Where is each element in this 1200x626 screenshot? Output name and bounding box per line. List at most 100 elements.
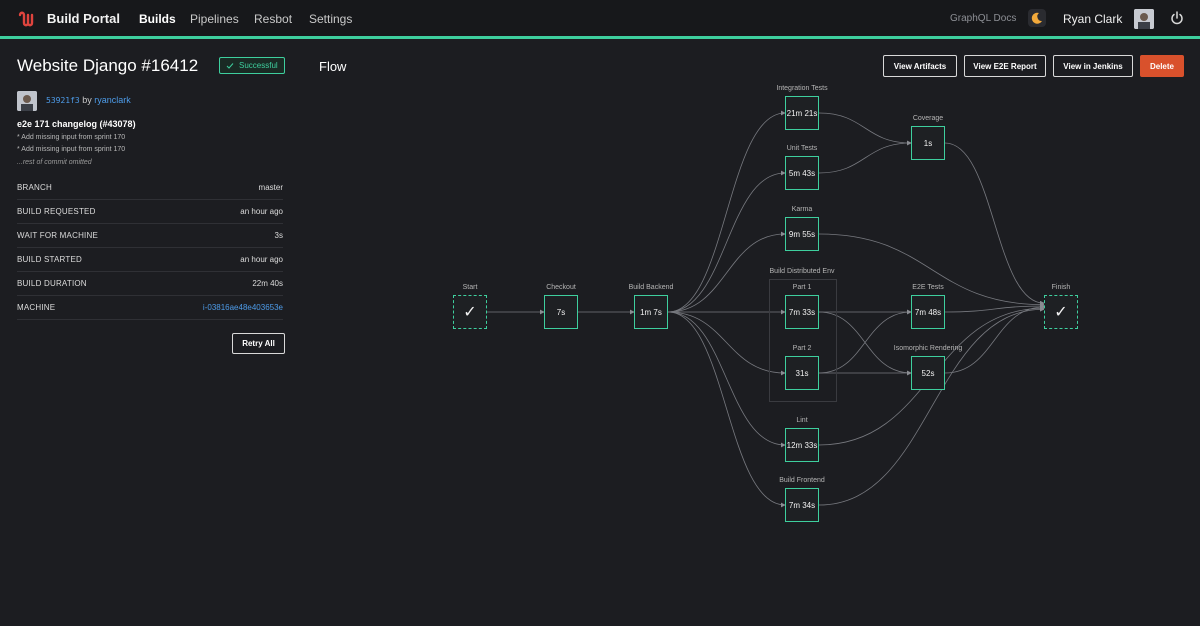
flow-node-iso[interactable]: 52s xyxy=(911,356,945,390)
view-e2e-report-button[interactable]: View E2E Report xyxy=(964,55,1046,77)
check-icon: ✓ xyxy=(463,304,477,321)
detail-value: master xyxy=(258,183,283,192)
flow-node-label: Integration Tests xyxy=(776,85,828,92)
flow-node-duration: 12m 33s xyxy=(786,440,818,450)
flow-node-label: Checkout xyxy=(546,284,576,291)
nav-item-pipelines[interactable]: Pipelines xyxy=(190,12,239,26)
flow-edge-unit-coverage xyxy=(818,140,912,174)
brand-name[interactable]: Build Portal xyxy=(47,11,120,26)
commit-by-text: by xyxy=(82,95,92,105)
flow-node-label: Unit Tests xyxy=(786,145,818,152)
detail-row-build-duration: BUILD DURATION 22m 40s xyxy=(17,272,283,296)
graphql-docs-link[interactable]: GraphQL Docs xyxy=(950,13,1017,24)
flow-node-label: Coverage xyxy=(912,115,944,122)
flow-edge-iso-finish xyxy=(944,304,1045,374)
detail-row-build-requested: BUILD REQUESTED an hour ago xyxy=(17,200,283,224)
flow-node-duration: 7m 33s xyxy=(788,307,816,317)
build-details-table: BRANCH master BUILD REQUESTED an hour ag… xyxy=(17,176,283,320)
detail-row-wait-for-machine: WAIT FOR MACHINE 3s xyxy=(17,224,283,248)
view-in-jenkins-button[interactable]: View in Jenkins xyxy=(1053,55,1133,77)
flow-node-part1[interactable]: 7m 33s xyxy=(785,295,819,329)
flow-edge-e2e-finish xyxy=(944,303,1045,313)
user-avatar[interactable] xyxy=(1134,9,1154,29)
group-label: Build Distributed Env xyxy=(769,268,835,275)
status-badge: Successful xyxy=(219,57,285,74)
flow-node-coverage[interactable]: 1s xyxy=(911,126,945,160)
moon-icon xyxy=(1031,12,1042,24)
flow-node-duration: 52s xyxy=(921,368,935,378)
flow-node-duration: 31s xyxy=(795,368,809,378)
flow-node-integration[interactable]: 21m 21s xyxy=(785,96,819,130)
user-name[interactable]: Ryan Clark xyxy=(1063,12,1123,26)
avatar-icon xyxy=(1134,9,1154,29)
detail-value: 22m 40s xyxy=(252,279,283,288)
flow-edge-frontend-finish xyxy=(818,306,1045,506)
machine-link[interactable]: i-03816ae48e403653e xyxy=(202,303,283,312)
flow-edge-backend-part2 xyxy=(667,311,786,376)
flow-edge-backend-lint xyxy=(667,311,786,448)
flow-edge-integration-coverage xyxy=(818,112,912,146)
nav-item-builds[interactable]: Builds xyxy=(139,12,176,26)
delete-button[interactable]: Delete xyxy=(1140,55,1184,77)
flow-node-label: Lint xyxy=(796,417,808,424)
flow-node-label: E2E Tests xyxy=(912,284,944,291)
flow-node-checkout[interactable]: 7s xyxy=(544,295,578,329)
check-icon: ✓ xyxy=(1054,304,1068,321)
flow-node-part2[interactable]: 31s xyxy=(785,356,819,390)
flow-node-label: Build Backend xyxy=(628,284,674,291)
power-icon[interactable] xyxy=(1169,10,1185,26)
detail-row-branch: BRANCH master xyxy=(17,176,283,200)
flow-node-duration: 7m 34s xyxy=(788,500,816,510)
commit-author-link[interactable]: ryanclark xyxy=(94,95,131,105)
avatar-icon xyxy=(17,91,37,111)
nav-item-resbot[interactable]: Resbot xyxy=(254,12,293,26)
flow-node-unit[interactable]: 5m 43s xyxy=(785,156,819,190)
commit-note: * Add missing input from sprint 170 xyxy=(17,134,126,141)
flow-node-label: Isomorphic Rendering xyxy=(893,345,963,352)
flow-node-duration: 7s xyxy=(556,307,566,317)
detail-key: BRANCH xyxy=(17,183,52,192)
view-artifacts-button[interactable]: View Artifacts xyxy=(883,55,957,77)
check-icon xyxy=(226,62,234,69)
flow-node-duration: 1s xyxy=(923,138,933,148)
flow-edge-backend-unit xyxy=(667,170,786,313)
flow-node-label: Finish xyxy=(1051,284,1071,291)
flow-edge-backend-frontend xyxy=(667,311,786,508)
flow-node-karma[interactable]: 9m 55s xyxy=(785,217,819,251)
flow-node-start[interactable]: ✓ xyxy=(453,295,487,329)
detail-value: an hour ago xyxy=(240,207,283,216)
retry-all-button[interactable]: Retry All xyxy=(232,333,285,354)
commit-note: * Add missing input from sprint 170 xyxy=(17,146,126,153)
commit-author-avatar xyxy=(17,91,37,111)
flow-node-label: Part 1 xyxy=(792,284,812,291)
flow-node-label: Part 2 xyxy=(792,345,812,352)
detail-row-machine: MACHINE i-03816ae48e403653e xyxy=(17,296,283,320)
theme-toggle-button[interactable] xyxy=(1028,9,1046,27)
nav-item-settings[interactable]: Settings xyxy=(309,12,353,26)
commit-title: e2e 171 changelog (#43078) xyxy=(17,119,136,129)
flow-node-duration: 7m 48s xyxy=(914,307,942,317)
flow-node-duration: 9m 55s xyxy=(788,229,816,239)
flow-edge-backend-integration xyxy=(667,110,786,313)
detail-row-build-started: BUILD STARTED an hour ago xyxy=(17,248,283,272)
flow-node-lint[interactable]: 12m 33s xyxy=(785,428,819,462)
detail-key: BUILD REQUESTED xyxy=(17,207,96,216)
brand-logo-icon[interactable] xyxy=(17,9,37,29)
flow-heading: Flow xyxy=(319,59,347,74)
flow-node-label: Start xyxy=(462,284,478,291)
flow-edge-coverage-finish xyxy=(944,142,1045,306)
top-nav-bar: Build Portal Builds Pipelines Resbot Set… xyxy=(0,0,1200,39)
build-title: Website Django #16412 xyxy=(17,56,199,75)
flow-node-backend[interactable]: 1m 7s xyxy=(634,295,668,329)
build-distributed-env-group xyxy=(769,279,837,402)
detail-value: an hour ago xyxy=(240,255,283,264)
status-label: Successful xyxy=(239,61,278,70)
commit-note-truncated: ...rest of commit omitted xyxy=(17,159,92,166)
flow-node-finish[interactable]: ✓ xyxy=(1044,295,1078,329)
commit-hash-link[interactable]: 53921f3 xyxy=(46,96,80,105)
commit-line: 53921f3 by ryanclark xyxy=(46,95,131,105)
flow-node-frontend[interactable]: 7m 34s xyxy=(785,488,819,522)
flow-node-label: Build Frontend xyxy=(779,477,825,484)
detail-key: WAIT FOR MACHINE xyxy=(17,231,98,240)
flow-node-e2e[interactable]: 7m 48s xyxy=(911,295,945,329)
